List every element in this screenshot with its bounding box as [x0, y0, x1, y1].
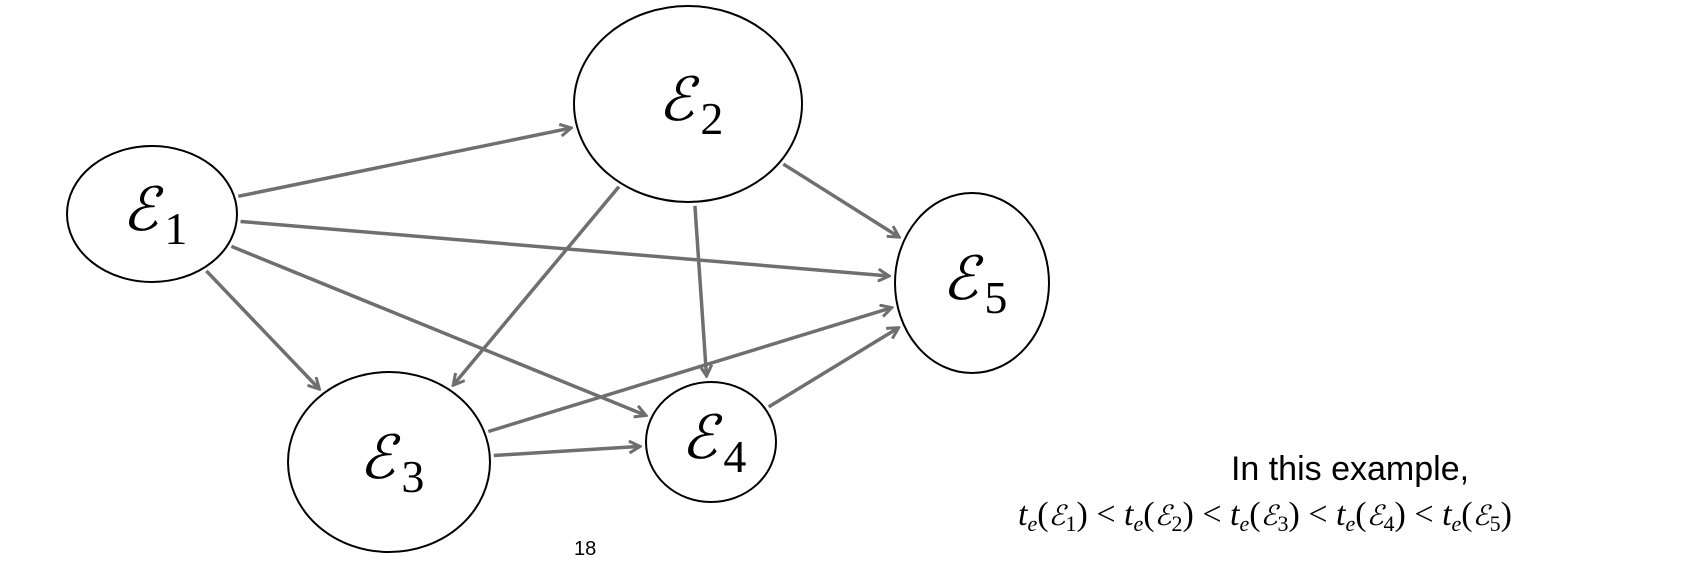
close-paren: ) — [1394, 496, 1406, 533]
page-number: 18 — [574, 538, 597, 560]
close-paren: ) — [1076, 496, 1088, 533]
close-paren: ) — [1288, 496, 1300, 533]
open-paren: ( — [1355, 496, 1367, 533]
term-letter: ℰ — [1366, 499, 1384, 532]
less-than-sign: < — [1193, 496, 1231, 533]
term-letter: ℰ — [1154, 499, 1172, 532]
term-index: 2 — [1171, 511, 1183, 536]
open-paren: ( — [1461, 496, 1473, 533]
term-t: t — [1336, 496, 1346, 533]
open-paren: ( — [1249, 496, 1261, 533]
edge-e2-e4 — [693, 205, 707, 376]
node-subscript: 2 — [700, 93, 723, 144]
node-letter: ℰ — [658, 65, 700, 135]
node-ellipse — [894, 192, 1050, 374]
node-ellipse — [287, 371, 491, 553]
node-subscript: 1 — [164, 203, 187, 254]
edge-e3-e5 — [487, 308, 891, 434]
term-e-subscript: e — [1239, 511, 1250, 536]
term-letter: ℰ — [1472, 499, 1490, 532]
term-letter: ℰ — [1260, 499, 1278, 532]
node-letter: ℰ — [942, 244, 984, 314]
edge-e2-e5 — [782, 162, 899, 237]
less-than-sign: < — [1299, 496, 1337, 533]
term-e-subscript: e — [1345, 511, 1356, 536]
node-subscript: 5 — [984, 272, 1007, 323]
term-e-subscript: e — [1133, 511, 1144, 536]
node-subscript: 3 — [401, 451, 424, 502]
node-ellipse — [66, 145, 238, 283]
less-than-sign: < — [1405, 496, 1443, 533]
open-paren: ( — [1037, 496, 1049, 533]
edge-e1-e2 — [237, 128, 571, 199]
less-than-sign: < — [1087, 496, 1125, 533]
close-paren: ) — [1182, 496, 1194, 533]
term-index: 4 — [1383, 511, 1395, 536]
caption-ordering: te(ℰ1) < te(ℰ2) < te(ℰ3) < te(ℰ4) < te(ℰ… — [1018, 496, 1682, 537]
caption-term: te(ℰ4) — [1336, 496, 1406, 536]
term-index: 5 — [1489, 511, 1501, 536]
term-t: t — [1124, 496, 1134, 533]
edge-e1-e4 — [230, 244, 646, 415]
node-subscript: 4 — [723, 431, 746, 482]
term-letter: ℰ — [1048, 499, 1066, 532]
caption-term: te(ℰ3) — [1230, 496, 1300, 536]
node-letter: ℰ — [359, 423, 401, 493]
open-paren: ( — [1143, 496, 1155, 533]
edge-e2-e3 — [453, 185, 621, 386]
caption-term: te(ℰ1) — [1018, 496, 1088, 536]
term-e-subscript: e — [1027, 511, 1038, 536]
node-ellipse — [645, 381, 777, 503]
term-e-subscript: e — [1451, 511, 1462, 536]
caption-term: te(ℰ2) — [1124, 496, 1194, 536]
term-t: t — [1442, 496, 1452, 533]
caption-intro: In this example, — [1230, 450, 1470, 488]
term-t: t — [1230, 496, 1240, 533]
edge-e3-e4 — [493, 446, 640, 458]
term-index: 3 — [1277, 511, 1289, 536]
edge-e1-e3 — [205, 269, 319, 389]
edge-e4-e5 — [767, 328, 899, 409]
caption-term: te(ℰ5) — [1442, 496, 1512, 536]
node-ellipse — [573, 5, 803, 203]
term-t: t — [1018, 496, 1028, 533]
term-index: 1 — [1065, 511, 1077, 536]
node-letter: ℰ — [681, 403, 723, 473]
node-letter: ℰ — [122, 175, 164, 245]
close-paren: ) — [1500, 496, 1512, 533]
edges-layer — [205, 128, 899, 458]
